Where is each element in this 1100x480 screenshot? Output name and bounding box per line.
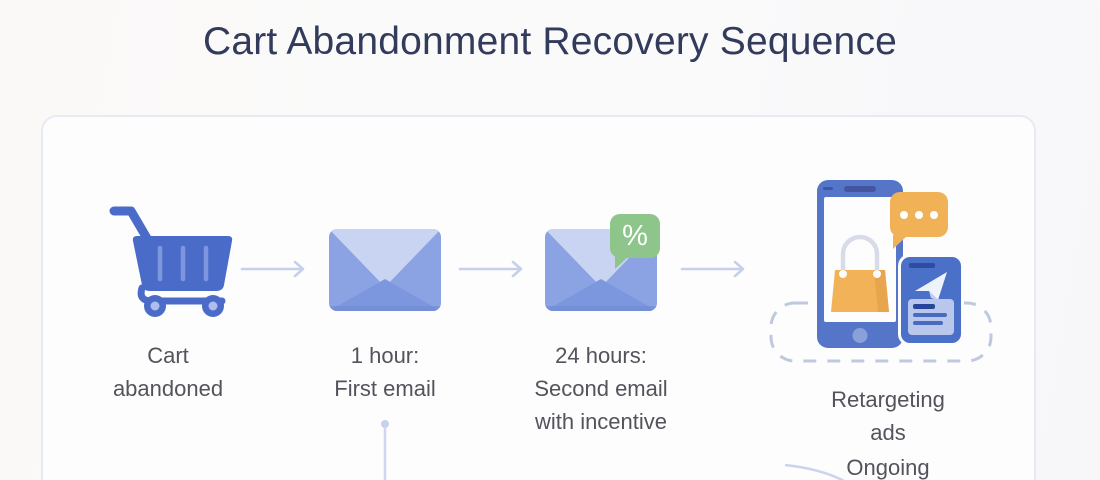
shopping-bag-icon bbox=[831, 234, 889, 312]
sequence-card: Cart abandoned 1 hour: First email bbox=[41, 115, 1036, 480]
phone-speaker-bar bbox=[844, 186, 876, 192]
label-line: 24 hours: bbox=[555, 343, 647, 368]
bubble-dot bbox=[930, 210, 938, 219]
shopping-cart-icon bbox=[109, 206, 233, 317]
step-sublabel-ongoing: Ongoing bbox=[788, 451, 988, 480]
ad-card-text-panel bbox=[908, 299, 954, 335]
flow-curve-line bbox=[784, 463, 845, 480]
flow-connector-line bbox=[381, 420, 389, 480]
discount-percent-badge-icon: % bbox=[610, 214, 660, 269]
smartphone-icon bbox=[817, 180, 903, 348]
label-line: Retargeting bbox=[831, 387, 945, 412]
text-line bbox=[913, 304, 935, 309]
bubble-dot bbox=[915, 210, 923, 219]
label-line: First email bbox=[334, 376, 436, 401]
arrow-right-icon bbox=[680, 260, 745, 278]
label-line: Cart bbox=[147, 343, 189, 368]
ad-card-header-dash bbox=[909, 263, 935, 268]
ad-card-icon bbox=[901, 257, 961, 343]
chat-dots-bubble-icon bbox=[890, 192, 948, 249]
step-label-second-email: 24 hours: Second email with incentive bbox=[501, 339, 701, 438]
bubble-dot bbox=[900, 210, 908, 219]
page-title: Cart Abandonment Recovery Sequence bbox=[202, 20, 898, 63]
label-line: Ongoing bbox=[846, 455, 930, 480]
step-label-retargeting-ads: Retargeting ads bbox=[788, 383, 988, 449]
label-line: Second email bbox=[534, 376, 668, 401]
send-plane-icon bbox=[915, 272, 947, 300]
step-label-cart-abandoned: Cart abandoned bbox=[68, 339, 268, 405]
text-line bbox=[913, 321, 943, 325]
label-line: abandoned bbox=[112, 376, 224, 401]
label-line: with incentive bbox=[534, 409, 668, 434]
label-line: 1 hour: bbox=[350, 343, 420, 368]
arrow-right-icon bbox=[458, 260, 523, 278]
label-line: ads bbox=[870, 420, 906, 445]
badge-label: % bbox=[622, 219, 648, 252]
step-label-first-email: 1 hour: First email bbox=[285, 339, 485, 405]
envelope-icon bbox=[329, 229, 441, 311]
phone-speaker-dash bbox=[823, 187, 833, 190]
text-line bbox=[913, 313, 947, 317]
dashed-outline bbox=[769, 301, 993, 363]
arrow-right-icon bbox=[240, 260, 305, 278]
phone-home-button bbox=[852, 328, 868, 343]
